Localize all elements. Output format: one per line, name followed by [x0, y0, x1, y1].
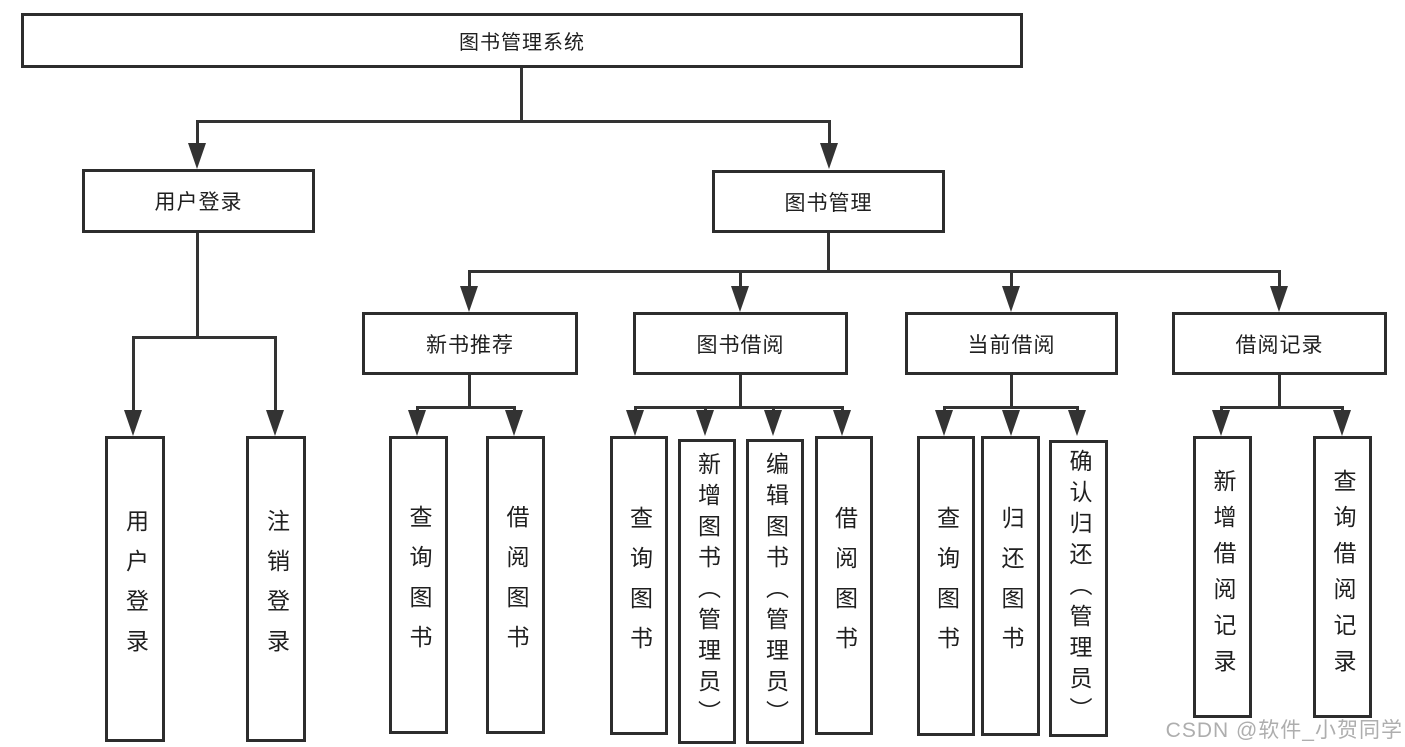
connector-line: [468, 270, 1281, 273]
leaf-confirm-return-admin: 确认归还（管理员）: [1049, 440, 1108, 737]
connector-line: [772, 406, 775, 413]
connector-line: [132, 336, 135, 412]
node-new-book-recommend: 新书推荐: [362, 312, 578, 375]
connector-line: [132, 336, 277, 339]
leaf-logout-label: 注销登录: [263, 509, 290, 669]
leaf-borrow-books-recommend: 借阅图书: [486, 436, 545, 734]
leaf-query-borrow-record: 查询借阅记录: [1313, 436, 1372, 718]
connector-line: [739, 375, 742, 409]
connector-line: [739, 270, 742, 288]
leaf-add-book-admin-label: 新增图书（管理员）: [694, 452, 721, 731]
connector-line: [468, 270, 471, 288]
leaf-logout: 注销登录: [246, 436, 306, 742]
node-book-management: 图书管理: [712, 170, 945, 233]
connector-line: [1010, 375, 1013, 409]
connector-line: [196, 120, 831, 123]
leaf-query-books-current: 查询图书: [917, 436, 975, 736]
leaf-add-borrow-record-label: 新增借阅记录: [1210, 469, 1236, 685]
connector-line: [1341, 406, 1344, 413]
arrow-down-icon: [1068, 410, 1086, 436]
leaf-borrow-books-recommend-label: 借阅图书: [503, 505, 529, 665]
node-new-book-recommend-label: 新书推荐: [426, 333, 514, 357]
node-root-label: 图书管理系统: [459, 32, 585, 54]
arrow-down-icon: [505, 410, 523, 436]
node-root: 图书管理系统: [21, 13, 1023, 68]
arrow-down-icon: [820, 143, 838, 169]
leaf-user-login: 用户登录: [105, 436, 165, 742]
arrow-down-icon: [460, 286, 478, 312]
arrow-down-icon: [1002, 410, 1020, 436]
arrow-down-icon: [764, 410, 782, 436]
leaf-return-book: 归还图书: [981, 436, 1040, 736]
leaf-query-borrow-record-label: 查询借阅记录: [1330, 469, 1356, 685]
connector-line: [943, 406, 946, 413]
connector-line: [1278, 270, 1281, 288]
connector-line: [468, 375, 471, 409]
leaf-edit-book-admin-label: 编辑图书（管理员）: [762, 452, 789, 731]
connector-line: [416, 406, 516, 409]
leaf-query-books-current-label: 查询图书: [933, 506, 960, 666]
node-borrow-records-label: 借阅记录: [1235, 333, 1324, 357]
arrow-down-icon: [1002, 286, 1020, 312]
arrow-down-icon: [1333, 410, 1351, 436]
connector-line: [704, 406, 707, 413]
connector-line: [827, 233, 830, 273]
arrow-down-icon: [696, 410, 714, 436]
connector-line: [196, 233, 199, 336]
node-current-borrow: 当前借阅: [905, 312, 1118, 375]
connector-line: [828, 120, 831, 144]
connector-line: [416, 406, 419, 413]
arrow-down-icon: [626, 410, 644, 436]
node-current-borrow-label: 当前借阅: [967, 333, 1056, 357]
arrow-down-icon: [731, 286, 749, 312]
node-book-borrow-label: 图书借阅: [696, 333, 785, 357]
leaf-edit-book-admin: 编辑图书（管理员）: [746, 439, 804, 744]
node-user-login: 用户登录: [82, 169, 315, 233]
connector-line: [943, 406, 1079, 409]
arrow-down-icon: [1270, 286, 1288, 312]
node-book-borrow: 图书借阅: [633, 312, 848, 375]
leaf-borrow-books-borrow-label: 借阅图书: [831, 505, 858, 666]
leaf-confirm-return-admin-label: 确认归还（管理员）: [1066, 449, 1092, 728]
leaf-return-book-label: 归还图书: [998, 506, 1024, 666]
connector-line: [1220, 406, 1223, 413]
leaf-query-books-recommend-label: 查询图书: [406, 505, 432, 665]
leaf-add-borrow-record: 新增借阅记录: [1193, 436, 1252, 718]
node-borrow-records: 借阅记录: [1172, 312, 1387, 375]
connector-line: [1220, 406, 1344, 409]
connector-line: [634, 406, 844, 409]
node-user-login-label: 用户登录: [154, 191, 243, 214]
connector-line: [520, 68, 523, 120]
connector-line: [841, 406, 844, 413]
leaf-query-books-borrow-label: 查询图书: [626, 505, 653, 666]
connector-line: [634, 406, 637, 413]
connector-line: [274, 336, 277, 412]
arrow-down-icon: [124, 410, 142, 436]
arrow-down-icon: [833, 410, 851, 436]
leaf-query-books-recommend: 查询图书: [389, 436, 448, 734]
leaf-query-books-borrow: 查询图书: [610, 436, 668, 735]
leaf-add-book-admin: 新增图书（管理员）: [678, 439, 736, 744]
arrow-down-icon: [408, 410, 426, 436]
node-book-management-label: 图书管理: [784, 191, 873, 215]
connector-line: [513, 406, 516, 413]
watermark: CSDN @软件_小贺同学: [1165, 719, 1403, 742]
leaf-user-login-label: 用户登录: [122, 509, 149, 669]
connector-line: [1278, 375, 1281, 409]
arrow-down-icon: [266, 410, 284, 436]
arrow-down-icon: [935, 410, 953, 436]
arrow-down-icon: [1212, 410, 1230, 436]
arrow-down-icon: [188, 143, 206, 169]
connector-line: [1076, 406, 1079, 413]
connector-line: [1010, 270, 1013, 288]
leaf-borrow-books-borrow: 借阅图书: [815, 436, 873, 735]
connector-line: [196, 120, 199, 144]
